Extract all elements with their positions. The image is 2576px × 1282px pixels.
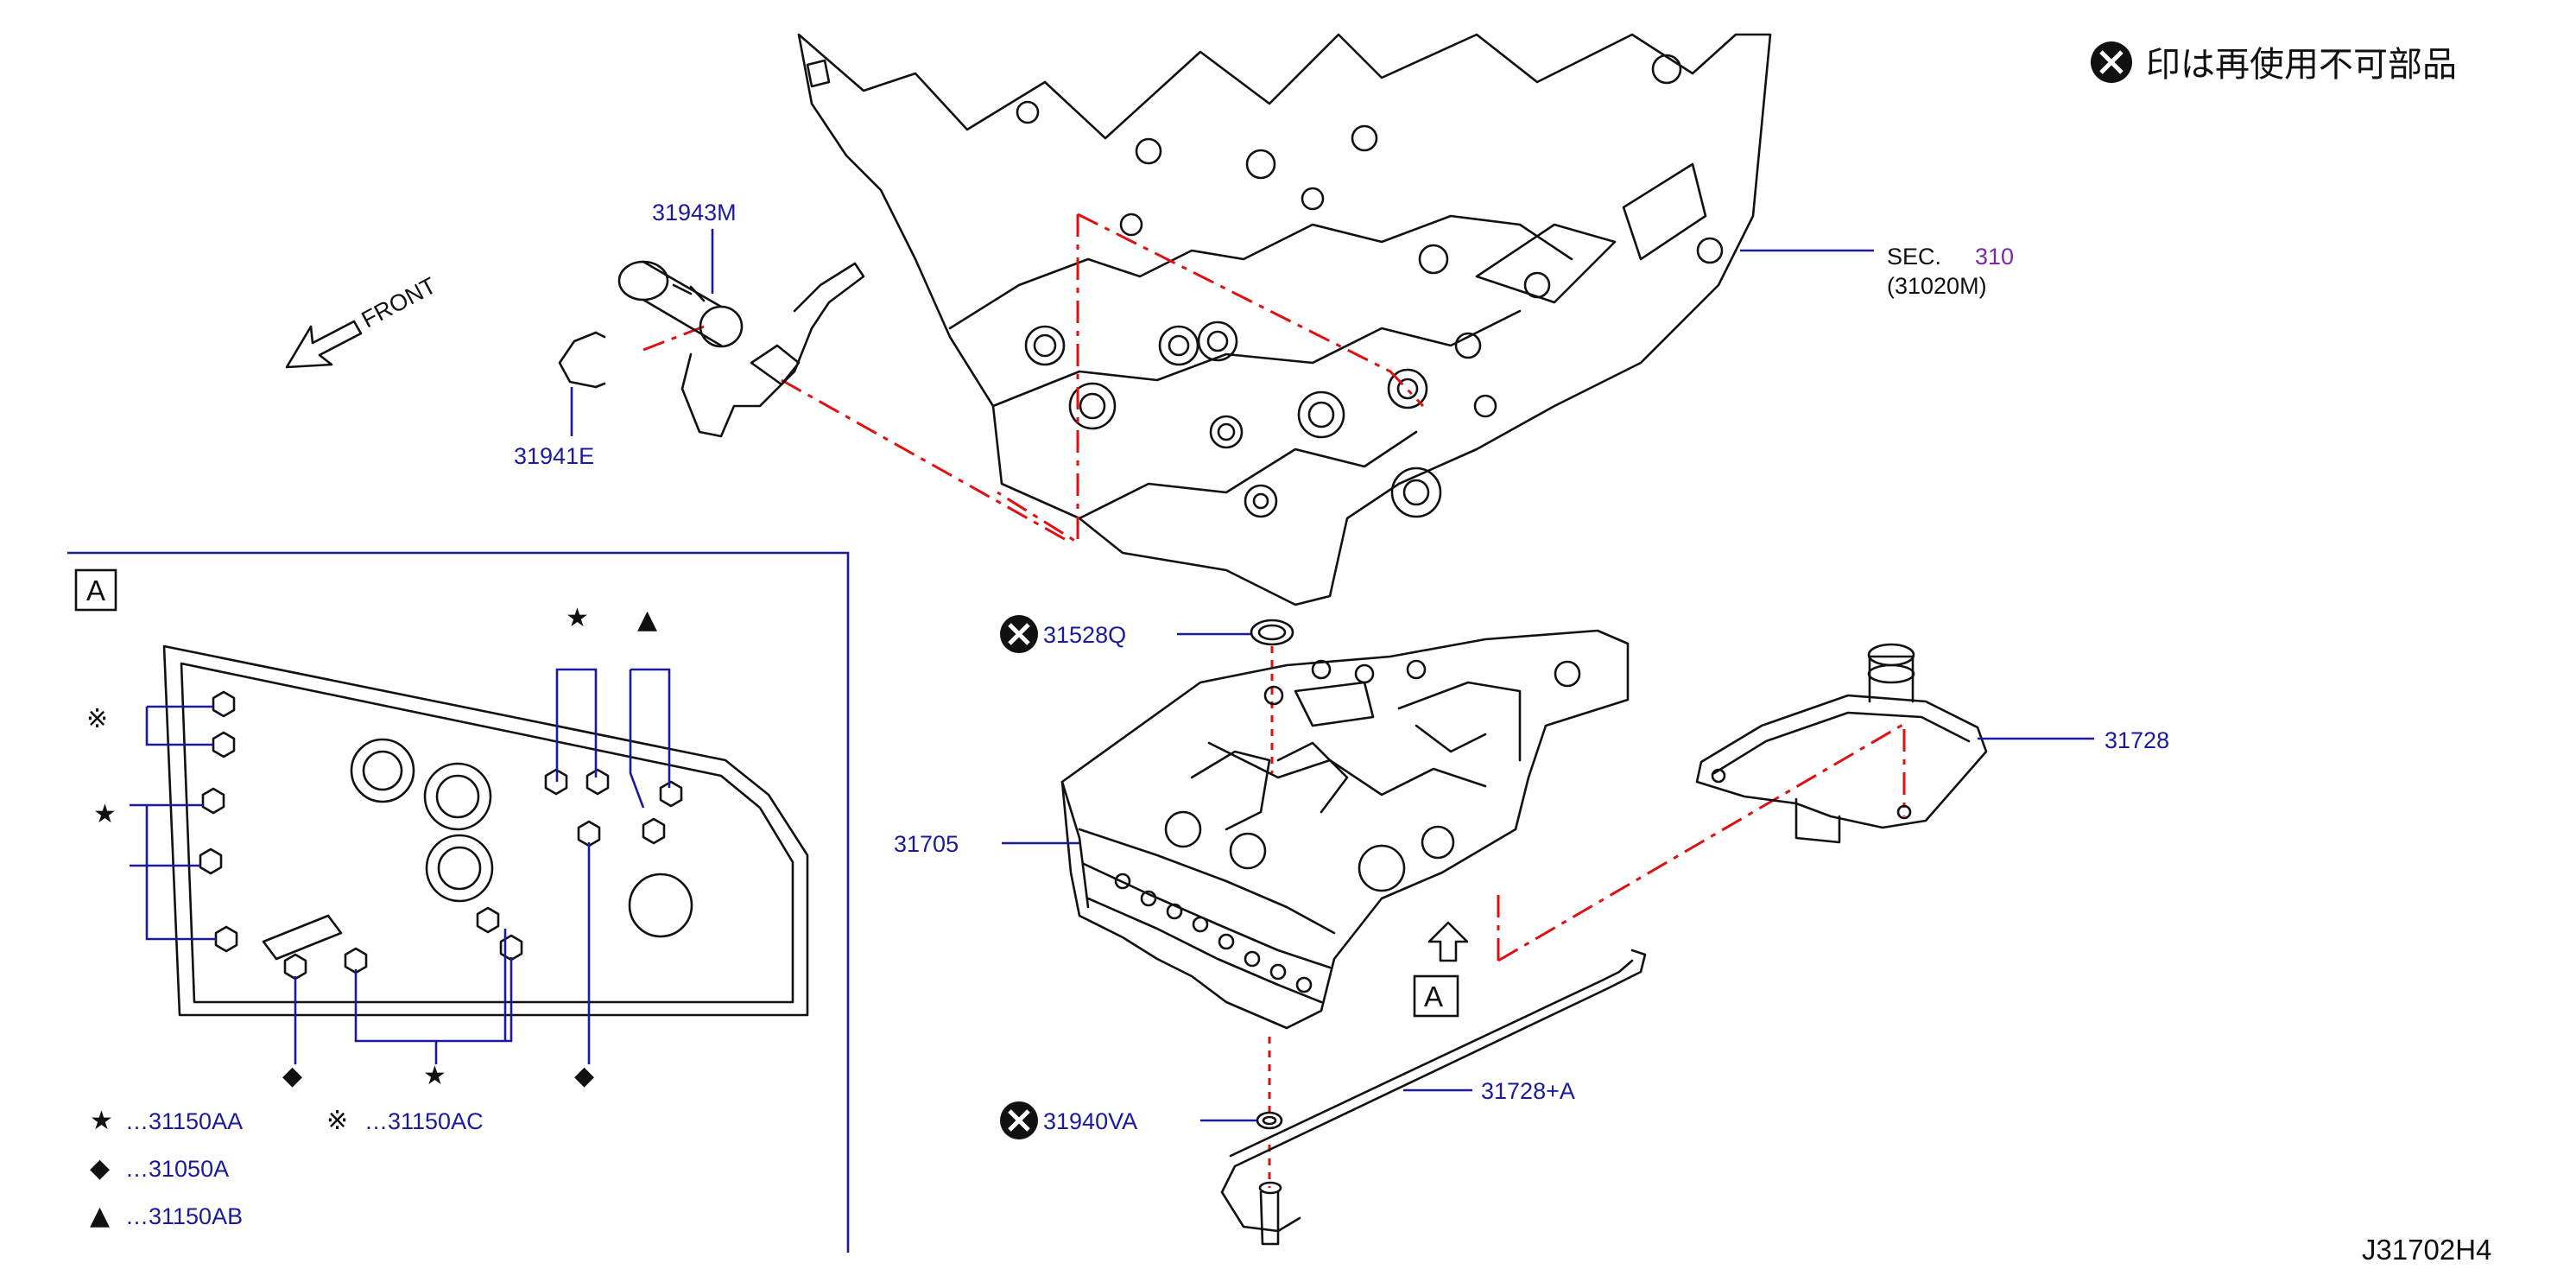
sec-sub: (31020M) — [1887, 273, 1987, 299]
legend-symbol: ★ — [90, 1106, 113, 1136]
view-a-label: A — [86, 574, 105, 606]
label-31941E[interactable]: 31941E — [514, 443, 594, 469]
mark-star-top: ★ — [566, 603, 589, 633]
label-31940VA[interactable]: 31940VA — [1043, 1108, 1137, 1134]
note-text: 印は再使用不可部品 — [2146, 45, 2457, 85]
front-label: FRONT — [358, 272, 440, 333]
clip-part — [558, 331, 606, 389]
legend-symbol: ▲ — [90, 1201, 110, 1231]
mark-diamond-2: ◆ — [574, 1061, 594, 1091]
diagram-code: J31702H4 — [2362, 1234, 2491, 1266]
label-31728[interactable]: 31728 — [2104, 727, 2169, 753]
mark-star-bottom: ★ — [423, 1061, 446, 1091]
mark-kome: ※ — [86, 704, 108, 734]
oil-pipe — [1220, 949, 1647, 1246]
legend-text[interactable]: …31150AB — [125, 1203, 243, 1229]
legend-symbol: ◆ — [90, 1153, 110, 1184]
label-31728-plus-a[interactable]: 31728+A — [1481, 1078, 1575, 1104]
view-a-arrow-icon — [1413, 921, 1469, 1018]
sec-number[interactable]: 310 — [1975, 244, 2014, 270]
bolt-leaders — [130, 668, 671, 1064]
x-circle-icon — [1000, 1101, 1038, 1139]
mark-triangle-top: ▲ — [637, 605, 657, 635]
legend-text[interactable]: …31150AC — [364, 1108, 484, 1134]
bolt-hexes — [199, 690, 683, 981]
control-valve-body — [1060, 629, 1630, 1030]
oil-strainer — [1695, 643, 1988, 844]
solenoid-assembly — [617, 260, 865, 438]
legend: ★ …31150AA ※ …31150AC ◆ …31050A ▲ …31150… — [90, 1106, 484, 1231]
o-ring-top — [1250, 619, 1294, 646]
o-ring-bottom — [1256, 1111, 1283, 1130]
view-a-ref-label: A — [1424, 981, 1443, 1012]
detail-view-frame — [67, 551, 850, 1253]
label-31705[interactable]: 31705 — [894, 831, 959, 857]
non-reusable-x-circle-icon — [2091, 41, 2132, 83]
label-31943M[interactable]: 31943M — [652, 200, 737, 225]
mark-diamond-1: ◆ — [282, 1061, 302, 1091]
legend-symbol: ※ — [326, 1106, 348, 1136]
label-31528Q[interactable]: 31528Q — [1043, 622, 1126, 648]
legend-text[interactable]: …31150AA — [125, 1108, 243, 1134]
oil-pan-gasket — [162, 644, 809, 1017]
front-arrow-icon — [285, 320, 363, 369]
connection-lines — [642, 213, 1906, 1188]
legend-text[interactable]: …31050A — [125, 1156, 229, 1182]
sec-prefix: SEC. — [1887, 244, 1941, 270]
mark-star-left: ★ — [93, 799, 117, 829]
x-circle-icon — [1000, 615, 1038, 653]
transmission-case — [797, 33, 1772, 606]
